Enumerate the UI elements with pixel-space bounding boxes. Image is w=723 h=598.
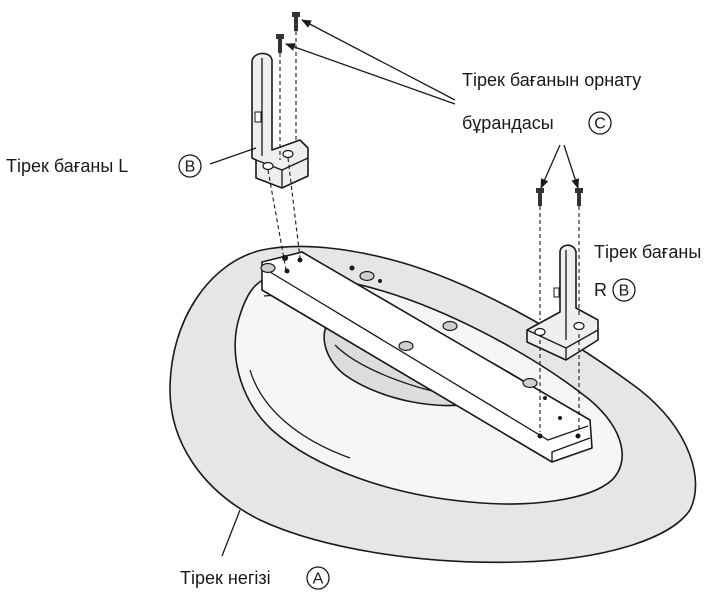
plate-boss [359,270,375,282]
plate-boss [442,320,458,332]
screw [276,34,284,53]
plate-hole [378,279,382,283]
base-letter-circle [306,566,330,590]
base-label: Тірек негізі [180,568,271,588]
plate-boss [260,262,276,274]
alignment-lines [267,31,580,432]
screw-label-line1: Тірек бағанын орнату [462,70,641,90]
post-hole [282,149,294,159]
post-left-label: Тірек бағаны L [6,156,128,176]
post-left-letter: B [185,159,196,176]
screw [575,188,583,206]
mounting-plate [260,251,593,463]
screw-label-line2: бұрандасы [462,113,554,133]
post-right-label-line2: R [594,280,607,300]
leader-lines [209,19,580,557]
plate-hole [284,268,290,274]
post-hole [573,321,585,331]
screw-letter: C [594,116,606,133]
post-left-letter-circle [178,154,202,178]
post-hole [262,161,274,171]
labels: Тірек бағанын орнату бұрандасы C Тірек б… [6,70,701,590]
plate-hole [575,433,581,439]
post-right-letter-circle [612,278,636,302]
plate-hole [282,255,288,261]
screw-letter-circle [588,111,612,135]
plate-hole [558,416,562,420]
post-right-label-line1: Тірек бағаны [594,242,701,262]
plate-hole [543,396,547,400]
base-letter: A [313,571,324,588]
stand-post-left [251,52,309,189]
stand-post-right [526,244,599,361]
screw [536,188,544,206]
plate-boss [522,377,538,389]
plate-hole [297,257,303,263]
plate-hole [349,265,355,271]
screw [292,12,300,31]
post-right-letter: B [619,283,630,300]
plate-boss [398,340,414,352]
screws [276,12,583,206]
post-hole [534,327,546,337]
plate-hole [537,433,543,439]
